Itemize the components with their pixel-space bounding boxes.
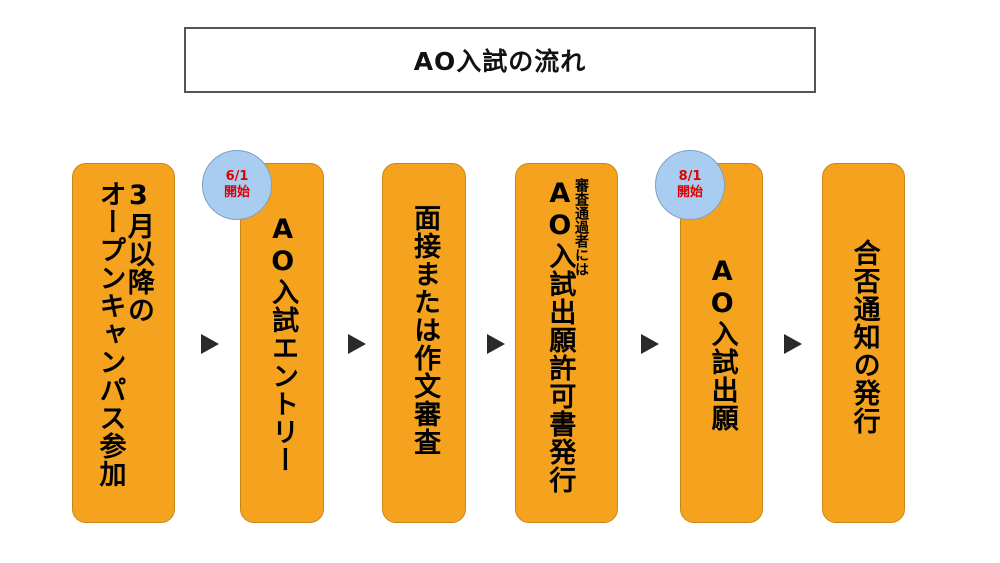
badge-application-start: 8/1 開始 [655,150,725,220]
triangle-right-icon [487,334,505,354]
step-permission-line-1: AO入試出願許可書発行 [544,178,576,494]
step-permission: 審査通過者には AO入試出願許可書発行 [515,163,618,523]
triangle-right-icon [784,334,802,354]
triangle-right-icon [348,334,366,354]
step-open-campus-line-1: 3月以降の [122,180,154,324]
step-entry-line-1: AO入試エントリー [267,214,299,474]
badge-entry-start: 6/1 開始 [202,150,272,220]
step-result-notice-line-1: 合否通知の発行 [848,239,880,435]
badge-application-start-date: 8/1 [678,168,702,184]
badge-application-start-label: 開始 [676,185,703,200]
step-screening: 面接または作文審査 [382,163,466,523]
step-screening-line-1: 面接または作文審査 [409,204,441,456]
title-box: AO入試の流れ [184,27,816,93]
step-permission-note: 審査通過者には [573,178,590,276]
step-open-campus: 3月以降の オープンキャンパス参加 [72,163,175,523]
step-open-campus-line-2: オープンキャンパス参加 [94,180,126,488]
badge-entry-start-date: 6/1 [225,168,249,184]
badge-entry-start-label: 開始 [223,185,250,200]
triangle-right-icon [641,334,659,354]
diagram-title: AO入試の流れ [413,47,587,76]
step-entry: AO入試エントリー [240,163,324,523]
step-result-notice: 合否通知の発行 [822,163,905,523]
step-application: AO入試出願 [680,163,763,523]
triangle-right-icon [201,334,219,354]
step-application-line-1: AO入試出願 [706,256,738,432]
